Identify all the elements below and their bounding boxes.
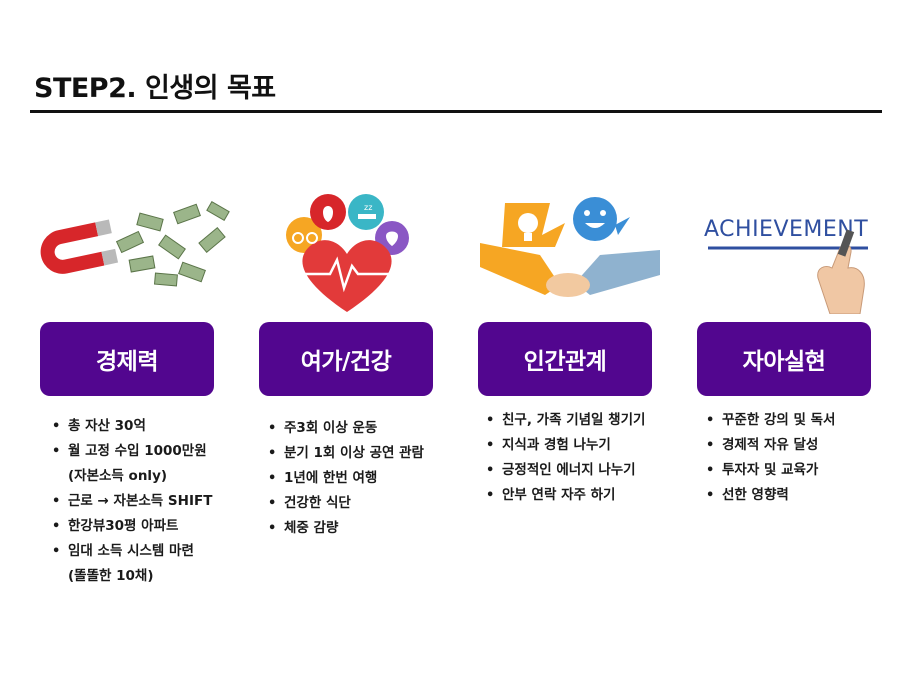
list-item: 경제적 자유 달성 [706, 433, 835, 458]
achievement-text: ACHIEVEMENT [704, 217, 868, 242]
list-item: 근로 → 자본소득 SHIFT [52, 489, 212, 514]
list-item: 총 자산 30억 [52, 414, 212, 439]
heart-health-image: zz [286, 194, 409, 312]
achievement-image: ACHIEVEMENT [704, 217, 868, 314]
list-item: 친구, 가족 기념일 챙기기 [486, 408, 645, 433]
list-item: 월 고정 수입 1000만원 [52, 439, 212, 464]
list-item: 임대 소득 시스템 마련 [52, 539, 212, 564]
list-item-note: (자본소득 only) [68, 468, 168, 484]
list-item: 건강한 식단 [268, 491, 424, 516]
leisure-health-goals-list: 주3회 이상 운동 분기 1회 이상 공연 관람 1년에 한번 여행 건강한 식… [268, 416, 424, 541]
list-item: 투자자 및 교육가 [706, 458, 835, 483]
list-item: 주3회 이상 운동 [268, 416, 424, 441]
handshake-ideas-image [480, 197, 660, 297]
page-title: STEP2. 인생의 목표 [34, 73, 276, 104]
list-item: 체중 감량 [268, 516, 424, 541]
category-economy: 경제력 [40, 322, 214, 396]
relationship-goals-list: 친구, 가족 기념일 챙기기 지식과 경험 나누기 긍정적인 에너지 나누기 안… [486, 408, 645, 508]
self-realization-goals-list: 꾸준한 강의 및 독서 경제적 자유 달성 투자자 및 교육가 선한 영향력 [706, 408, 835, 508]
list-item: 선한 영향력 [706, 483, 835, 508]
category-self-realization: 자아실현 [697, 322, 871, 396]
list-item: 긍정적인 에너지 나누기 [486, 458, 645, 483]
list-item: 안부 연락 자주 하기 [486, 483, 645, 508]
svg-text:zz: zz [364, 203, 372, 212]
magnet-money-image [40, 200, 230, 287]
list-item: 분기 1회 이상 공연 관람 [268, 441, 424, 466]
category-leisure-health: 여가/건강 [259, 322, 433, 396]
list-item: 한강뷰30평 아파트 [52, 514, 212, 539]
list-item: 지식과 경험 나누기 [486, 433, 645, 458]
list-item-note: (똘똘한 10채) [68, 568, 154, 584]
list-item: 1년에 한번 여행 [268, 466, 424, 491]
title-underline [30, 110, 882, 113]
list-item: 꾸준한 강의 및 독서 [706, 408, 835, 433]
economy-goals-list: 총 자산 30억 월 고정 수입 1000만원 (자본소득 only) 근로 →… [52, 414, 212, 589]
category-relationships: 인간관계 [478, 322, 652, 396]
